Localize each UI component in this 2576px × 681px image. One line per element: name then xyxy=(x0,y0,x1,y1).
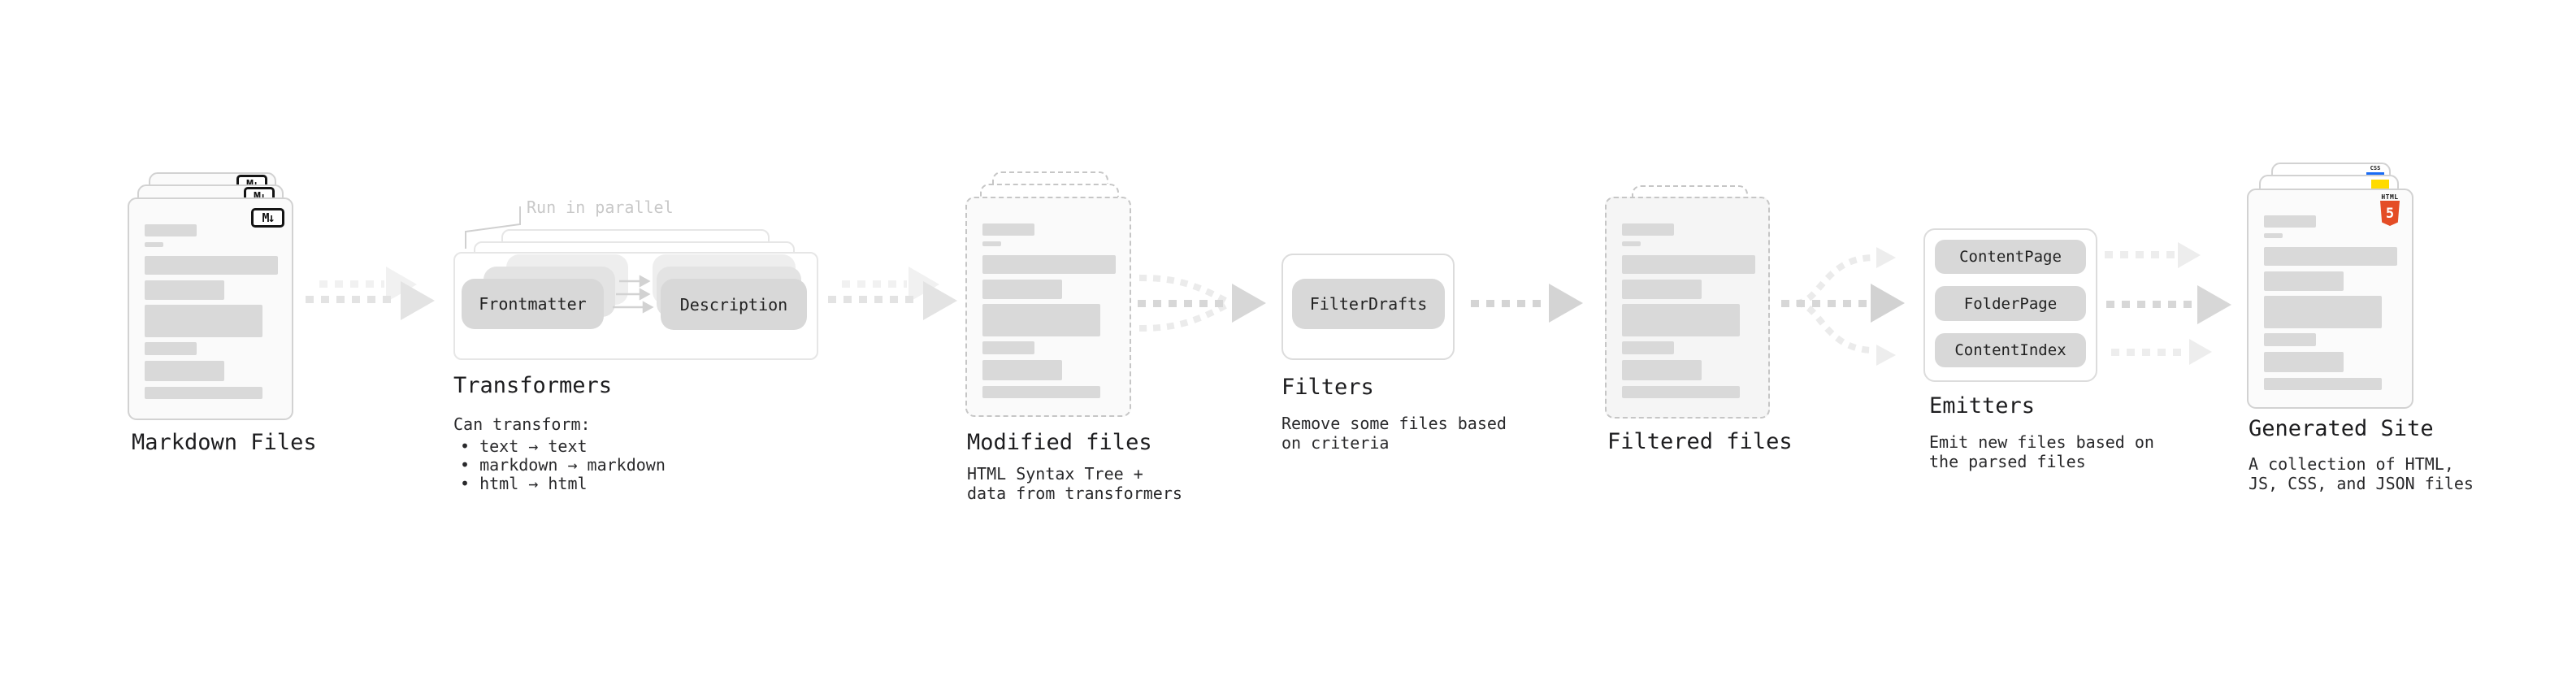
css-icon: CSS xyxy=(2366,166,2384,175)
pill-flow-arrows-icon xyxy=(613,275,654,314)
run-in-parallel-connector xyxy=(465,206,521,249)
doc-text-bar xyxy=(145,224,197,236)
doc-text-bar xyxy=(2264,271,2344,291)
doc-text-bar xyxy=(145,361,224,381)
doc-text-bar xyxy=(2264,352,2344,372)
doc-text-bar xyxy=(1622,386,1740,398)
merge-curves xyxy=(1138,275,1229,332)
arrowhead-icon xyxy=(1549,284,1583,323)
generated-site-label: Generated Site xyxy=(2249,416,2434,441)
arrowhead-icon xyxy=(2178,242,2201,268)
dashed-line xyxy=(1138,300,1229,307)
markdown-file-card: M↓ xyxy=(128,197,293,420)
doc-text-bar xyxy=(982,280,1062,299)
doc-text-bar xyxy=(145,342,197,355)
js-icon xyxy=(2371,180,2389,189)
arrowhead-icon xyxy=(1876,345,1896,366)
markdown-icon: M↓ xyxy=(251,208,284,228)
doc-text-bar xyxy=(982,360,1062,380)
filtered-files-label: Filtered files xyxy=(1607,429,1793,454)
dashed-line xyxy=(1471,300,1547,307)
doc-text-bar xyxy=(982,223,1034,236)
dashed-line xyxy=(1781,300,1869,307)
doc-text-bar xyxy=(2264,215,2316,228)
filters-desc: Remove some files based on criteria xyxy=(1281,414,1507,453)
arrowhead-icon xyxy=(2197,285,2231,324)
generated-site-desc: A collection of HTML, JS, CSS, and JSON … xyxy=(2249,454,2474,493)
folderpage-pill: FolderPage xyxy=(1935,286,2086,321)
doc-text-bar xyxy=(2264,247,2397,266)
dashed-line xyxy=(319,280,384,288)
dashed-line xyxy=(842,280,907,288)
description-pill: Description xyxy=(661,279,807,330)
modified-files-desc: HTML Syntax Tree + data from transformer… xyxy=(967,464,1182,503)
arrowhead-icon xyxy=(1871,284,1905,323)
doc-text-bar xyxy=(2264,378,2382,390)
dashed-line xyxy=(2106,301,2196,308)
filters-label: Filters xyxy=(1281,375,1374,400)
doc-text-bar xyxy=(1622,280,1702,299)
arrowhead-icon xyxy=(2189,339,2212,365)
doc-text-bar xyxy=(2264,233,2283,238)
arrowhead-icon xyxy=(1876,247,1896,268)
html5-icon: HTML 5 xyxy=(2380,193,2400,226)
emitters-label: Emitters xyxy=(1929,393,2036,419)
run-in-parallel-label: Run in parallel xyxy=(527,197,674,217)
dashed-line xyxy=(2111,349,2188,356)
dashed-line xyxy=(2105,251,2176,258)
modified-file-card xyxy=(965,197,1131,417)
filterdrafts-pill: FilterDrafts xyxy=(1292,279,1445,329)
doc-text-bar xyxy=(145,256,278,275)
contentpage-pill: ContentPage xyxy=(1935,240,2086,274)
contentindex-pill: ContentIndex xyxy=(1935,333,2086,367)
transform-bullet: • text → text xyxy=(460,436,588,456)
doc-text-bar xyxy=(982,304,1100,336)
doc-text-bar xyxy=(145,387,262,399)
doc-text-bar xyxy=(2264,296,2382,328)
transformers-label: Transformers xyxy=(453,373,613,398)
doc-text-bar xyxy=(1622,304,1740,336)
doc-text-bar xyxy=(1622,360,1702,380)
doc-text-bar xyxy=(1622,341,1674,354)
doc-text-bar xyxy=(145,280,224,300)
doc-text-bar xyxy=(982,341,1034,354)
css-icon-label: CSS xyxy=(2370,165,2381,171)
doc-text-bar xyxy=(145,242,163,247)
doc-text-bar xyxy=(982,386,1100,398)
html5-icon-label: HTML xyxy=(2381,193,2399,201)
arrowhead-icon xyxy=(1232,284,1266,323)
markdown-files-label: Markdown Files xyxy=(132,430,317,455)
doc-text-bar xyxy=(1622,241,1641,246)
transformers-desc-heading: Can transform: xyxy=(453,414,591,434)
emitters-desc: Emit new files based on the parsed files xyxy=(1929,432,2154,471)
transform-bullet: • markdown → markdown xyxy=(460,455,666,475)
arrowhead-icon xyxy=(923,281,957,320)
dashed-line xyxy=(828,296,919,303)
filtered-file-card xyxy=(1605,197,1770,419)
doc-text-bar xyxy=(982,255,1116,274)
arrowhead-icon xyxy=(401,281,435,320)
dashed-line xyxy=(306,296,397,303)
generated-html-card: HTML 5 xyxy=(2247,189,2413,409)
modified-files-label: Modified files xyxy=(967,430,1152,455)
doc-text-bar xyxy=(1622,255,1755,274)
css-icon-underline xyxy=(2366,172,2384,175)
html5-icon-shield: 5 xyxy=(2380,201,2400,226)
doc-text-bar xyxy=(982,241,1001,246)
doc-text-bar xyxy=(1622,223,1674,236)
doc-text-bar xyxy=(145,305,262,337)
transform-bullet: • html → html xyxy=(460,474,588,493)
doc-text-bar xyxy=(2264,333,2316,346)
frontmatter-pill: Frontmatter xyxy=(462,279,604,329)
